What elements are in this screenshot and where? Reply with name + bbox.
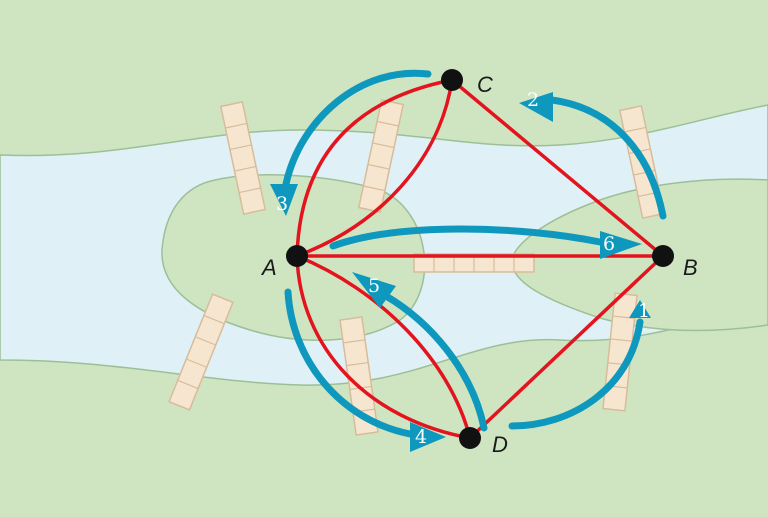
node-b [652, 245, 674, 267]
graph-edges [295, 78, 665, 440]
route-arrow-6-head [600, 231, 642, 259]
route-arrow-4-head [410, 422, 446, 452]
route-arrow-5-path [382, 292, 488, 432]
edge-a-d-outer [295, 254, 472, 440]
route-arrow-3-path [282, 69, 432, 188]
route-step-5: 5 [368, 275, 380, 297]
node-label-a: A [260, 255, 277, 280]
edge-a-c-inner [295, 78, 454, 258]
route-arrow-2-path [548, 96, 667, 220]
edge-c-b [450, 78, 665, 258]
node-c [441, 69, 463, 91]
edge-d-b [468, 254, 665, 440]
bridge-center [413, 253, 535, 273]
route-arrow-1-head [629, 300, 651, 318]
route-arrow-5-head [352, 272, 396, 308]
route-arrow-1-path [508, 318, 644, 430]
route-arrow-3-head [270, 184, 298, 216]
route-step-4: 4 [415, 426, 427, 448]
route-arrow-4-path [284, 288, 414, 438]
node-label-c: C [477, 72, 493, 97]
node-label-d: D [492, 432, 508, 457]
node-a [286, 245, 308, 267]
route-step-3: 3 [276, 193, 288, 215]
route-step-1: 1 [638, 300, 650, 322]
route-arrowheads [270, 92, 651, 452]
node-label-b: B [683, 255, 698, 280]
edge-a-d-inner [295, 254, 472, 440]
route-step-6: 6 [603, 233, 615, 255]
bridge-top-middle [357, 99, 405, 213]
bridge-top-left [219, 101, 267, 215]
bridge-bottom-left [168, 293, 234, 411]
graph-nodes [286, 69, 674, 449]
route-arrow-2-head [519, 92, 553, 122]
route-arrows [282, 69, 667, 438]
node-d [459, 427, 481, 449]
route-step-numbers: 1 2 3 4 5 6 [276, 89, 650, 448]
route-step-2: 2 [527, 89, 539, 111]
route-arrow-6-path [329, 225, 604, 250]
edge-a-c-outer [295, 78, 454, 258]
